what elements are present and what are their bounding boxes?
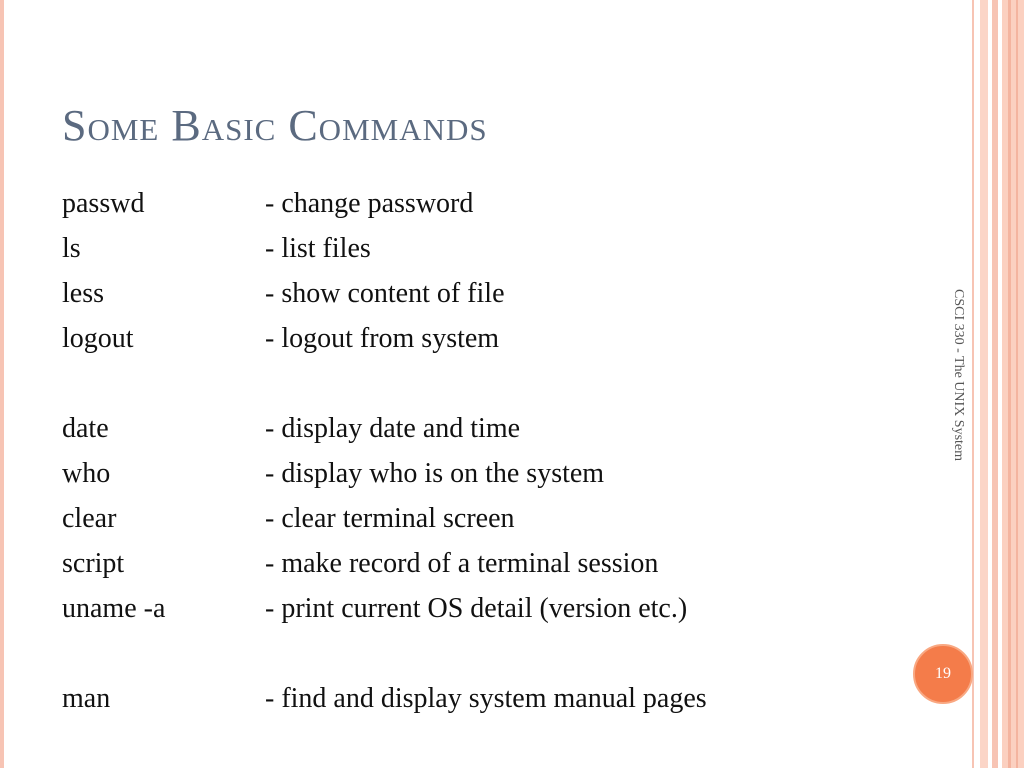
command-name: clear — [62, 503, 117, 534]
right-stripe — [1008, 0, 1011, 768]
command-description: - change password — [265, 188, 474, 219]
course-footer-label: CSCI 330 - The UNIX System — [951, 288, 966, 462]
list-item: clear - clear terminal screen — [62, 496, 902, 541]
command-description: - list files — [265, 233, 371, 264]
command-name: passwd — [62, 188, 145, 219]
command-description: - display date and time — [265, 413, 521, 444]
command-name: who — [62, 458, 111, 489]
list-item: uname -a - print current OS detail (vers… — [62, 586, 902, 631]
list-item: less - show content of file — [62, 271, 902, 316]
command-name: logout — [62, 323, 134, 354]
list-item: ls - list files — [62, 226, 902, 271]
command-name: script — [62, 548, 125, 579]
command-description: - find and display system manual pages — [265, 683, 707, 714]
right-stripe — [980, 0, 988, 768]
list-item: date - display date and time — [62, 406, 902, 451]
command-description: - clear terminal screen — [265, 503, 515, 534]
command-name: ls — [62, 233, 81, 264]
command-description: - print current OS detail (version etc.) — [265, 593, 688, 624]
right-stripe — [1016, 0, 1018, 768]
command-name: uname -a — [62, 593, 166, 624]
command-list: passwd - change password ls - list files… — [62, 181, 902, 721]
command-description: - make record of a terminal session — [265, 548, 659, 579]
page-number-badge: 19 — [913, 644, 973, 704]
left-accent-bar — [0, 0, 4, 768]
list-item: script - make record of a terminal sessi… — [62, 541, 902, 586]
slide-title: Some Basic Commands — [62, 101, 488, 150]
page-number: 19 — [935, 665, 951, 682]
list-item: logout - logout from system — [62, 316, 902, 361]
list-spacer — [62, 361, 902, 406]
right-stripe — [972, 0, 974, 768]
command-description: - display who is on the system — [265, 458, 605, 489]
command-description: - show content of file — [265, 278, 505, 309]
command-name: man — [62, 683, 111, 714]
command-name: date — [62, 413, 109, 444]
list-item: passwd - change password — [62, 181, 902, 226]
right-stripe — [992, 0, 998, 768]
command-description: - logout from system — [265, 323, 500, 354]
right-stripe — [1002, 0, 1024, 768]
list-item: who - display who is on the system — [62, 451, 902, 496]
list-spacer — [62, 631, 902, 676]
command-name: less — [62, 278, 104, 309]
list-item: man - find and display system manual pag… — [62, 676, 902, 721]
